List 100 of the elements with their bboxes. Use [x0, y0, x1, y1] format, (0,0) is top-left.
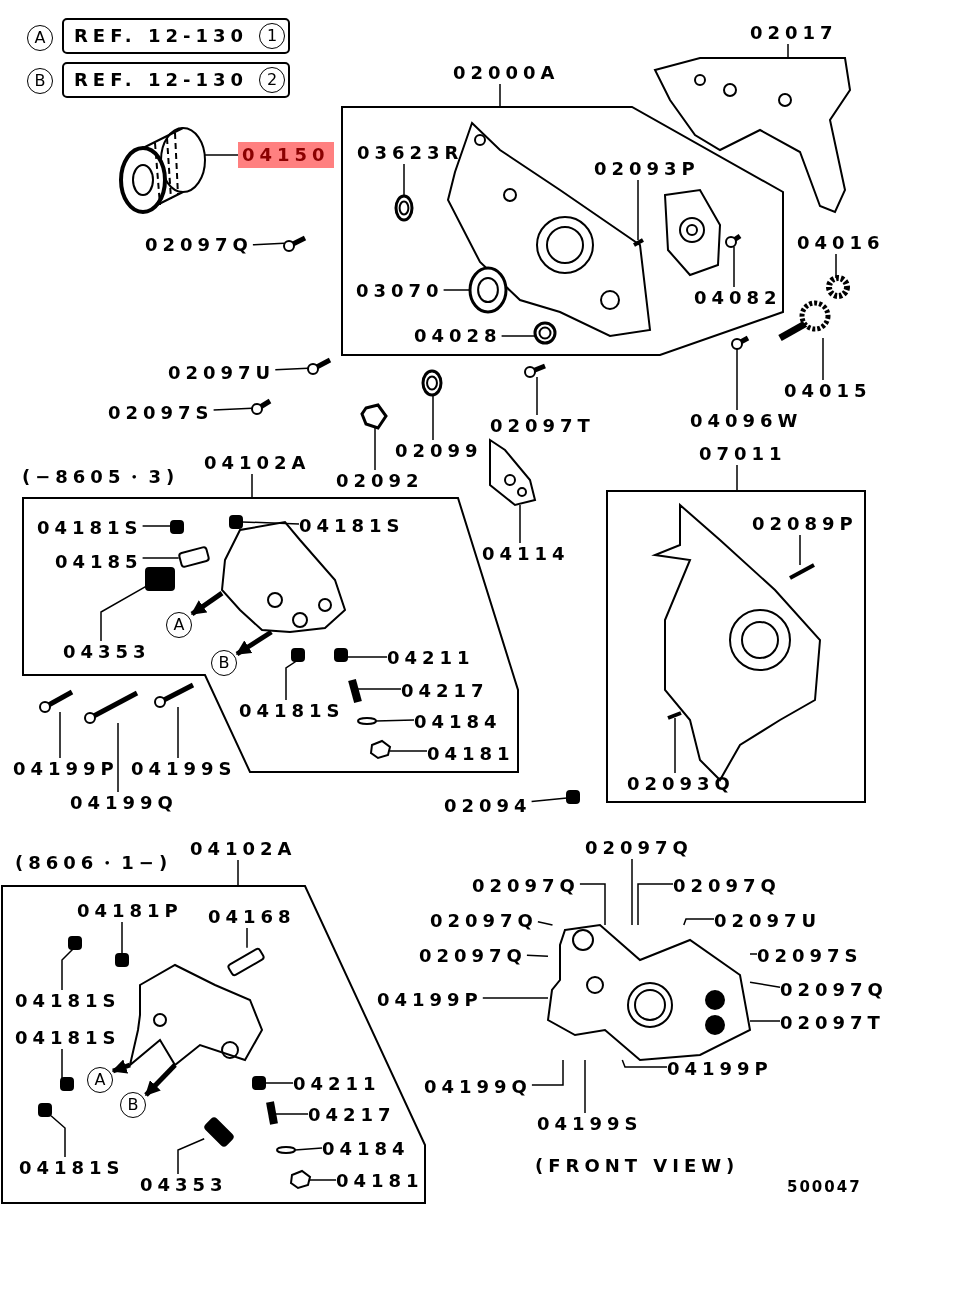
leader-line [499, 83, 501, 108]
spring-icon [348, 678, 362, 704]
reference-box [62, 18, 290, 54]
washer-icon [357, 717, 377, 725]
arrow [144, 1063, 177, 1097]
part-number: 02089P [752, 513, 858, 535]
reference-text: REF. 12-130 [74, 25, 248, 47]
leader-line [389, 750, 428, 752]
part-number: 04150 [238, 142, 334, 168]
relief-valve-icon [145, 567, 175, 591]
leader-line [835, 253, 837, 279]
plug-icon [566, 790, 580, 804]
part-number: 02097Q [673, 875, 781, 897]
leader-line [274, 367, 309, 371]
leader-line [141, 557, 180, 559]
part-number: 04082 [694, 287, 782, 309]
leader-line [141, 525, 172, 527]
part-number: 04199Q [424, 1076, 532, 1098]
part-number: 02097U [714, 910, 822, 932]
seal-ring-icon [394, 194, 414, 222]
leader-line [204, 154, 239, 156]
part-number: 04102A [204, 452, 311, 474]
leader-line [822, 337, 824, 381]
part-number: 02097S [757, 945, 863, 967]
part-number: 04199P [377, 989, 483, 1011]
o-ring-icon [421, 369, 443, 397]
part-number: 04185 [55, 551, 143, 573]
reference-mark: B [211, 650, 237, 676]
leader-line [482, 997, 549, 999]
part-number: 02093Q [627, 773, 735, 795]
plug-icon [334, 648, 348, 662]
bolt-icon [307, 357, 332, 375]
pin-icon [226, 946, 266, 978]
reference-mark: A [166, 612, 192, 638]
part-number: 04211 [293, 1073, 381, 1095]
part-number: 04181S [15, 990, 121, 1012]
leader-line [799, 534, 801, 566]
pin-icon [633, 238, 644, 247]
leader-line [526, 954, 549, 957]
leader-line [346, 656, 388, 658]
part-number: 04015 [784, 380, 872, 402]
leader-line [50, 1115, 66, 1158]
part-number: 02097T [490, 415, 595, 437]
part-number: 03623R [357, 142, 464, 164]
shaft-gear-icon [778, 300, 831, 342]
part-number: 04353 [63, 641, 151, 663]
leader-line [432, 394, 434, 441]
pin-icon [667, 711, 682, 720]
part-number: 04353 [140, 1174, 228, 1196]
leader-line [500, 335, 536, 337]
part-number: 04217 [308, 1104, 396, 1126]
part-number: 04184 [414, 711, 502, 733]
part-number: 04181 [427, 743, 515, 765]
reference-mark: A [87, 1067, 113, 1093]
part-number: 02092 [336, 470, 424, 492]
nut-icon [369, 739, 392, 760]
cap-icon [229, 515, 243, 529]
drawing-number: 500047 [787, 1177, 862, 1198]
part-number: 04199P [667, 1058, 773, 1080]
part-number: 02097Q [472, 875, 580, 897]
leader-line [637, 883, 674, 926]
bracket-plate-drawing [489, 438, 537, 507]
leader-line [212, 407, 253, 411]
leader-line [273, 1113, 309, 1115]
gear-icon [826, 275, 850, 299]
part-number: 04217 [401, 680, 489, 702]
plug-icon [60, 1077, 74, 1091]
leader-line [531, 1059, 564, 1086]
group-frame [342, 107, 783, 355]
leader-line [631, 858, 633, 926]
plug-icon [170, 520, 184, 534]
leader-line [246, 927, 248, 949]
arrow [190, 591, 224, 617]
part-number: 02097Q [145, 234, 253, 256]
bolt-icon [283, 235, 307, 252]
leader-line [749, 1020, 781, 1022]
leader-line [674, 717, 676, 774]
part-number: 04102A [190, 838, 297, 860]
bolt-icon [251, 398, 272, 415]
part-number: 02097T [780, 1012, 885, 1034]
spring-icon [266, 1101, 278, 1125]
part-number: 04181S [15, 1027, 121, 1049]
seal-ring-icon [533, 321, 557, 345]
plug-icon [291, 648, 305, 662]
nut-icon [289, 1169, 312, 1190]
part-number: (8606・1−) [15, 852, 173, 874]
part-number: 04028 [414, 325, 502, 347]
part-number: 02097U [168, 362, 276, 384]
part-number: 04181S [19, 1157, 125, 1179]
part-number: 02097Q [419, 945, 527, 967]
bolt-icon [731, 335, 750, 350]
part-number: (−8605・3) [22, 466, 180, 488]
oil-pump-drawing [128, 963, 264, 1068]
reference-mark: B [27, 68, 53, 94]
leader-line [375, 719, 415, 722]
leader-line [357, 688, 402, 690]
part-number: 04184 [322, 1138, 410, 1160]
part-number: 04199S [131, 758, 237, 780]
leader-line [736, 464, 738, 492]
leader-line [177, 1137, 205, 1175]
